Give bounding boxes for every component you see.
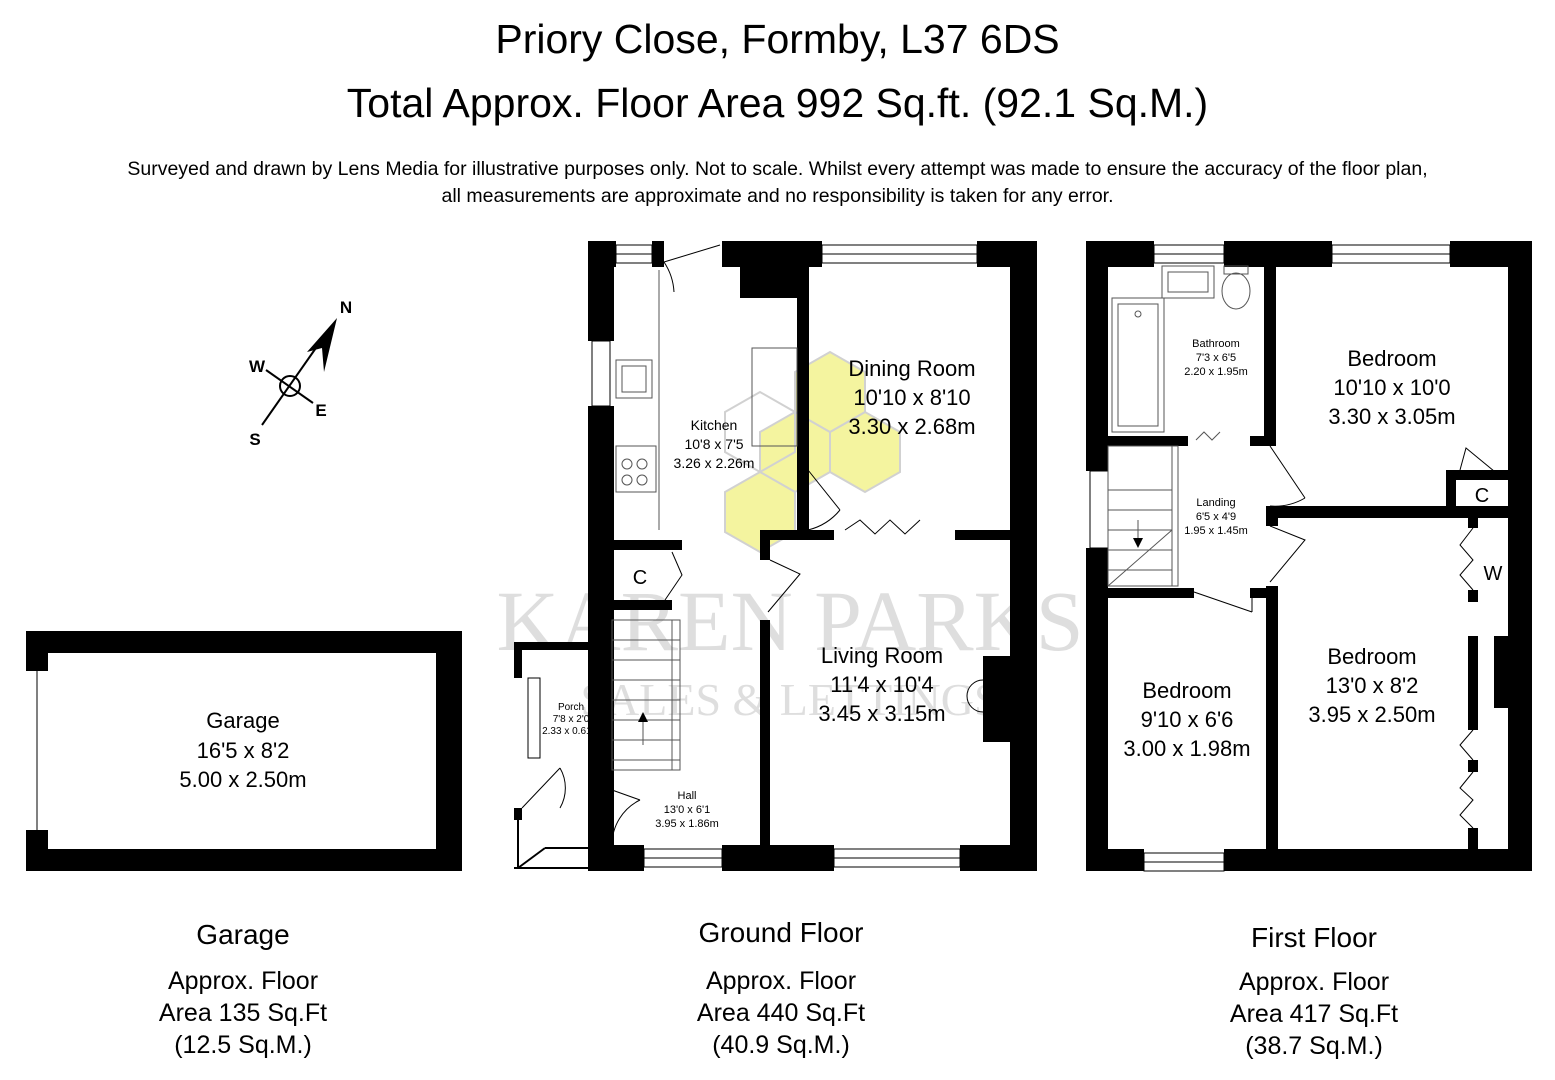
landing-name: Landing [1196, 497, 1235, 509]
dining-room-imperial: 10'10 x 8'10 [853, 385, 970, 410]
first-summary-title: First Floor [1251, 922, 1377, 953]
bedroom-2-name: Bedroom [1142, 678, 1231, 703]
first-floor-summary: First Floor Approx. Floor Area 417 Sq.Ft… [1154, 921, 1474, 1062]
garage-summary-line3: (12.5 Sq.M.) [174, 1031, 312, 1059]
porch-metric: 2.33 x 0.61m [542, 726, 600, 737]
landing-metric: 1.95 x 1.45m [1184, 525, 1248, 537]
first-summary-line2: Area 417 Sq.Ft [1229, 1000, 1399, 1028]
disclaimer-line-2: all measurements are approximate and no … [441, 185, 1114, 207]
garage-summary-line2: Area 135 Sq.Ft [158, 999, 328, 1027]
ground-summary-line3: (40.9 Sq.M.) [712, 1031, 850, 1059]
bathroom-name: Bathroom [1192, 338, 1240, 350]
north-arrow-icon [307, 318, 337, 372]
bathroom-imperial: 7'3 x 6'5 [1196, 352, 1236, 364]
ground-floor-plan: Kitchen 10'8 x 7'5 3.26 x 2.26m Dining R… [514, 241, 1037, 871]
living-room-imperial: 11'4 x 10'4 [830, 672, 933, 697]
ground-summary-title: Ground Floor [698, 917, 864, 948]
bedroom-2-metric: 3.00 x 1.98m [1123, 736, 1250, 761]
bedroom-3-metric: 3.95 x 2.50m [1308, 702, 1435, 727]
first-summary-line3: (38.7 Sq.M.) [1245, 1032, 1383, 1060]
bedroom-3-name: Bedroom [1327, 644, 1416, 669]
porch-name: Porch [558, 702, 584, 713]
property-address: Priory Close, Formby, L37 6DS [495, 16, 1060, 62]
compass: N W E S [249, 298, 352, 449]
landing-imperial: 6'5 x 4'9 [1196, 511, 1236, 523]
ground-cupboard-label: C [633, 567, 647, 589]
ground-summary-line2: Area 440 Sq.Ft [696, 999, 866, 1027]
kitchen-imperial: 10'8 x 7'5 [684, 436, 743, 452]
bathroom-metric: 2.20 x 1.95m [1184, 366, 1248, 378]
garage-summary-line1: Approx. Floor [167, 967, 319, 995]
garage-room-metric: 5.00 x 2.50m [179, 767, 306, 792]
compass-s: S [249, 430, 260, 449]
garage-room-name: Garage [206, 708, 279, 733]
garage-plan: Garage 16'5 x 8'2 5.00 x 2.50m [26, 631, 462, 871]
garage-summary-title: Garage [196, 919, 290, 950]
bedroom-1-metric: 3.30 x 3.05m [1328, 404, 1455, 429]
kitchen-name: Kitchen [691, 417, 738, 433]
disclaimer-line-1: Surveyed and drawn by Lens Media for ill… [127, 158, 1428, 180]
hall-imperial: 13'0 x 6'1 [664, 804, 710, 816]
dining-room-name: Dining Room [848, 356, 975, 381]
ground-floor-summary: Ground Floor Approx. Floor Area 440 Sq.F… [621, 916, 941, 1061]
kitchen-metric: 3.26 x 2.26m [674, 455, 755, 471]
hall-name: Hall [678, 790, 697, 802]
bedroom-1-imperial: 10'10 x 10'0 [1333, 375, 1450, 400]
garage-room-imperial: 16'5 x 8'2 [197, 738, 290, 763]
hall-metric: 3.95 x 1.86m [655, 818, 719, 830]
porch-imperial: 7'8 x 2'0 [553, 714, 590, 725]
bedroom-3-imperial: 13'0 x 8'2 [1326, 673, 1419, 698]
ground-stairs [611, 619, 681, 771]
watermark-name: KAREN PARKS [496, 573, 1083, 669]
bedroom-1-name: Bedroom [1347, 346, 1436, 371]
garage-summary: Garage Approx. Floor Area 135 Sq.Ft (12.… [83, 918, 403, 1061]
first-floor-plan: Bathroom 7'3 x 6'5 2.20 x 1.95m Bedroom … [1086, 241, 1532, 872]
bedroom-2-imperial: 9'10 x 6'6 [1141, 707, 1234, 732]
first-cupboard-label: C [1475, 485, 1489, 507]
ground-summary-line1: Approx. Floor [705, 967, 857, 995]
living-room-name: Living Room [821, 643, 943, 668]
compass-n: N [340, 298, 352, 317]
compass-w: W [249, 357, 266, 376]
total-floor-area: Total Approx. Floor Area 992 Sq.ft. (92.… [346, 80, 1209, 126]
first-summary-line1: Approx. Floor [1238, 968, 1390, 996]
wardrobe-label: W [1484, 563, 1503, 585]
first-stairs [1107, 445, 1179, 587]
compass-e: E [315, 401, 326, 420]
dining-room-metric: 3.30 x 2.68m [848, 414, 975, 439]
living-room-metric: 3.45 x 3.15m [818, 701, 945, 726]
disclaimer: Surveyed and drawn by Lens Media for ill… [0, 156, 1555, 210]
